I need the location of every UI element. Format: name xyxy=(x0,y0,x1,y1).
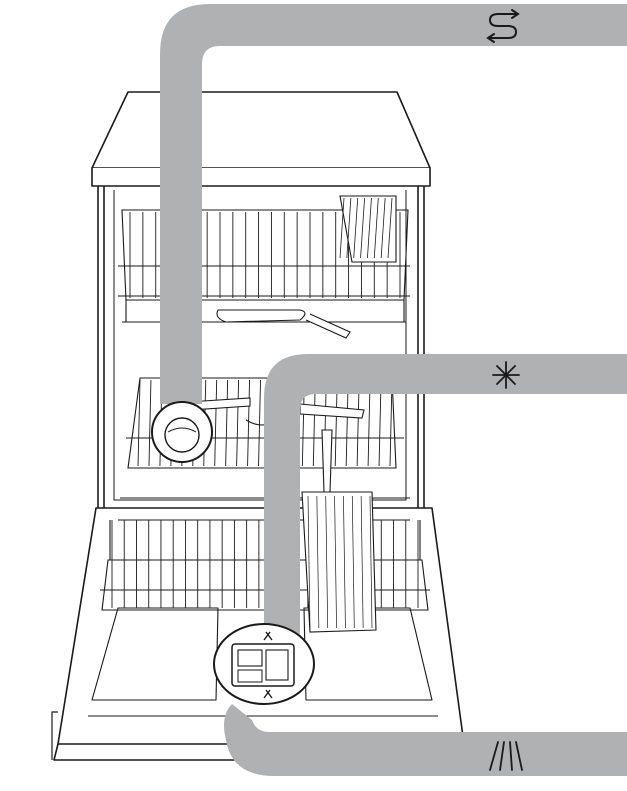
basket-wire xyxy=(316,495,320,629)
tub-interior xyxy=(113,190,407,501)
salt-symbol-icon xyxy=(486,9,520,43)
detergent-symbol-icon xyxy=(489,741,523,771)
basket-wire xyxy=(345,379,349,467)
basket-wire xyxy=(353,197,359,259)
basket-wire xyxy=(356,379,360,467)
basket-wire xyxy=(148,379,152,467)
basket-wire xyxy=(387,197,393,259)
basket-wire xyxy=(367,379,371,467)
lower-spray-arm xyxy=(299,403,365,419)
basket-wire xyxy=(378,379,382,467)
basket-wire xyxy=(339,197,345,259)
basket-wire xyxy=(236,379,240,467)
basket-wire xyxy=(307,495,311,629)
basket-wire xyxy=(360,495,364,629)
basket-wire xyxy=(373,197,379,259)
basket-wire xyxy=(137,379,141,467)
basket-wire xyxy=(247,379,251,467)
bottom-basket xyxy=(100,429,430,633)
detergent-dispenser xyxy=(213,623,315,705)
basket-wire xyxy=(334,379,338,467)
salt-callout-band xyxy=(160,4,627,404)
basket-wire xyxy=(351,495,355,629)
upper-spray-arm xyxy=(216,309,306,323)
basket-wire xyxy=(380,197,386,259)
basket-wire xyxy=(389,379,393,467)
basket-wire xyxy=(312,379,316,467)
cutlery-basket xyxy=(301,491,377,633)
basket-wire xyxy=(367,197,372,259)
worktop xyxy=(91,91,431,169)
basket-wire xyxy=(214,379,218,467)
callout-bands xyxy=(160,4,627,776)
basket-wire xyxy=(343,495,346,629)
detergent-callout-band xyxy=(224,704,627,776)
basket-wire xyxy=(360,197,365,259)
basket-wire xyxy=(346,197,352,259)
basket-wire xyxy=(334,495,337,629)
basket-wire xyxy=(325,495,329,629)
basket-wire xyxy=(225,379,229,467)
basket-wire xyxy=(258,379,261,467)
basket-wire xyxy=(369,495,373,629)
salt-container-cap xyxy=(151,401,213,463)
rinse-aid-symbol-icon xyxy=(492,361,520,389)
rinse-aid-callout-band xyxy=(264,354,627,634)
